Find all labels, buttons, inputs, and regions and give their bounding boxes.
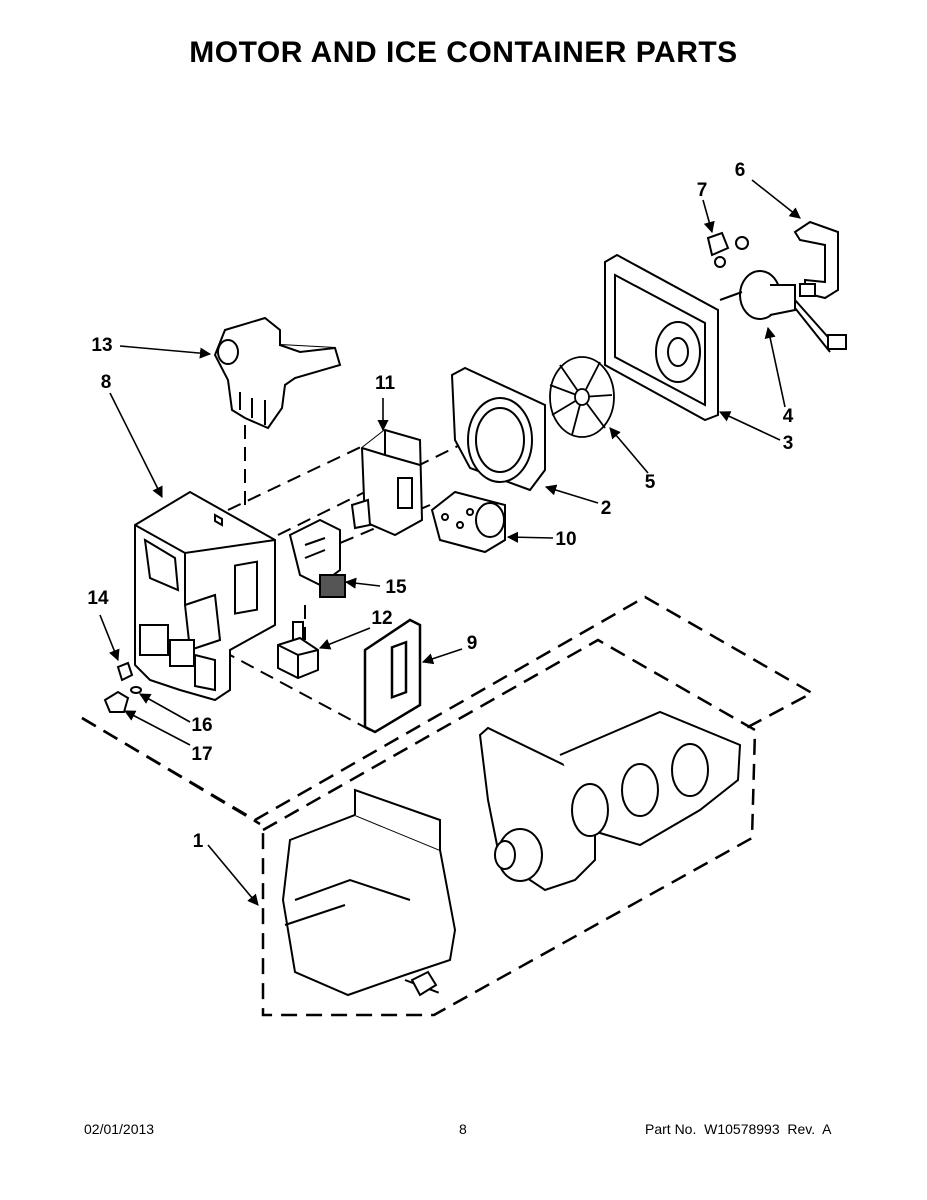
- callout-7: 7: [697, 180, 708, 201]
- part-13-chute-bracket: [213, 316, 342, 430]
- part-16-washer: [130, 686, 142, 694]
- callout-1: 1: [193, 831, 204, 852]
- callout-labels: 1 2 3 4 5 6 7 8 9 10 11 12 13 14 15 16 1…: [87, 160, 793, 852]
- callout-13: 13: [91, 335, 112, 356]
- part-4-fan-motor: [719, 270, 847, 353]
- page-title: MOTOR AND ICE CONTAINER PARTS: [189, 36, 738, 69]
- callout-5: 5: [645, 472, 656, 493]
- part-8-motor-housing: [134, 490, 276, 702]
- callout-6: 6: [735, 160, 746, 181]
- part-14-screw: [116, 661, 134, 682]
- callout-14: 14: [87, 588, 109, 609]
- assembly-boundary-outer: [81, 595, 815, 826]
- callout-10: 10: [555, 529, 576, 550]
- part-5-fan-blade: [549, 356, 615, 438]
- callout-3: 3: [783, 433, 794, 454]
- callout-17: 17: [191, 744, 212, 765]
- callout-leaders: [99, 179, 801, 906]
- part-9-bezel: [363, 618, 422, 734]
- callout-8: 8: [101, 372, 112, 393]
- callout-16: 16: [191, 715, 212, 736]
- callout-9: 9: [467, 633, 478, 654]
- part-1-ice-container: [281, 710, 742, 997]
- footer-date: 02/01/2013: [84, 1121, 155, 1137]
- callout-2: 2: [601, 498, 612, 519]
- part-10-drive-motor: [430, 490, 506, 554]
- callout-11: 11: [375, 373, 396, 394]
- part-7-clip: [706, 231, 749, 268]
- part-2-fan-shroud: [450, 366, 546, 492]
- part-17-cap: [103, 690, 130, 713]
- part-3-fan-frame: [604, 253, 719, 422]
- footer-part-number: Part No. W10578993 Rev. A: [645, 1121, 832, 1137]
- footer-page-number: 8: [459, 1121, 467, 1137]
- callout-12: 12: [371, 608, 392, 629]
- part-12-solenoid: [277, 621, 319, 680]
- part-11-switch-housing: [350, 428, 424, 537]
- part-15-bracket: [288, 518, 346, 598]
- assembly-boundary-inner: [261, 638, 757, 1017]
- callout-4: 4: [783, 406, 794, 427]
- part-6-motor-bracket: [793, 220, 839, 300]
- callout-15: 15: [385, 577, 407, 598]
